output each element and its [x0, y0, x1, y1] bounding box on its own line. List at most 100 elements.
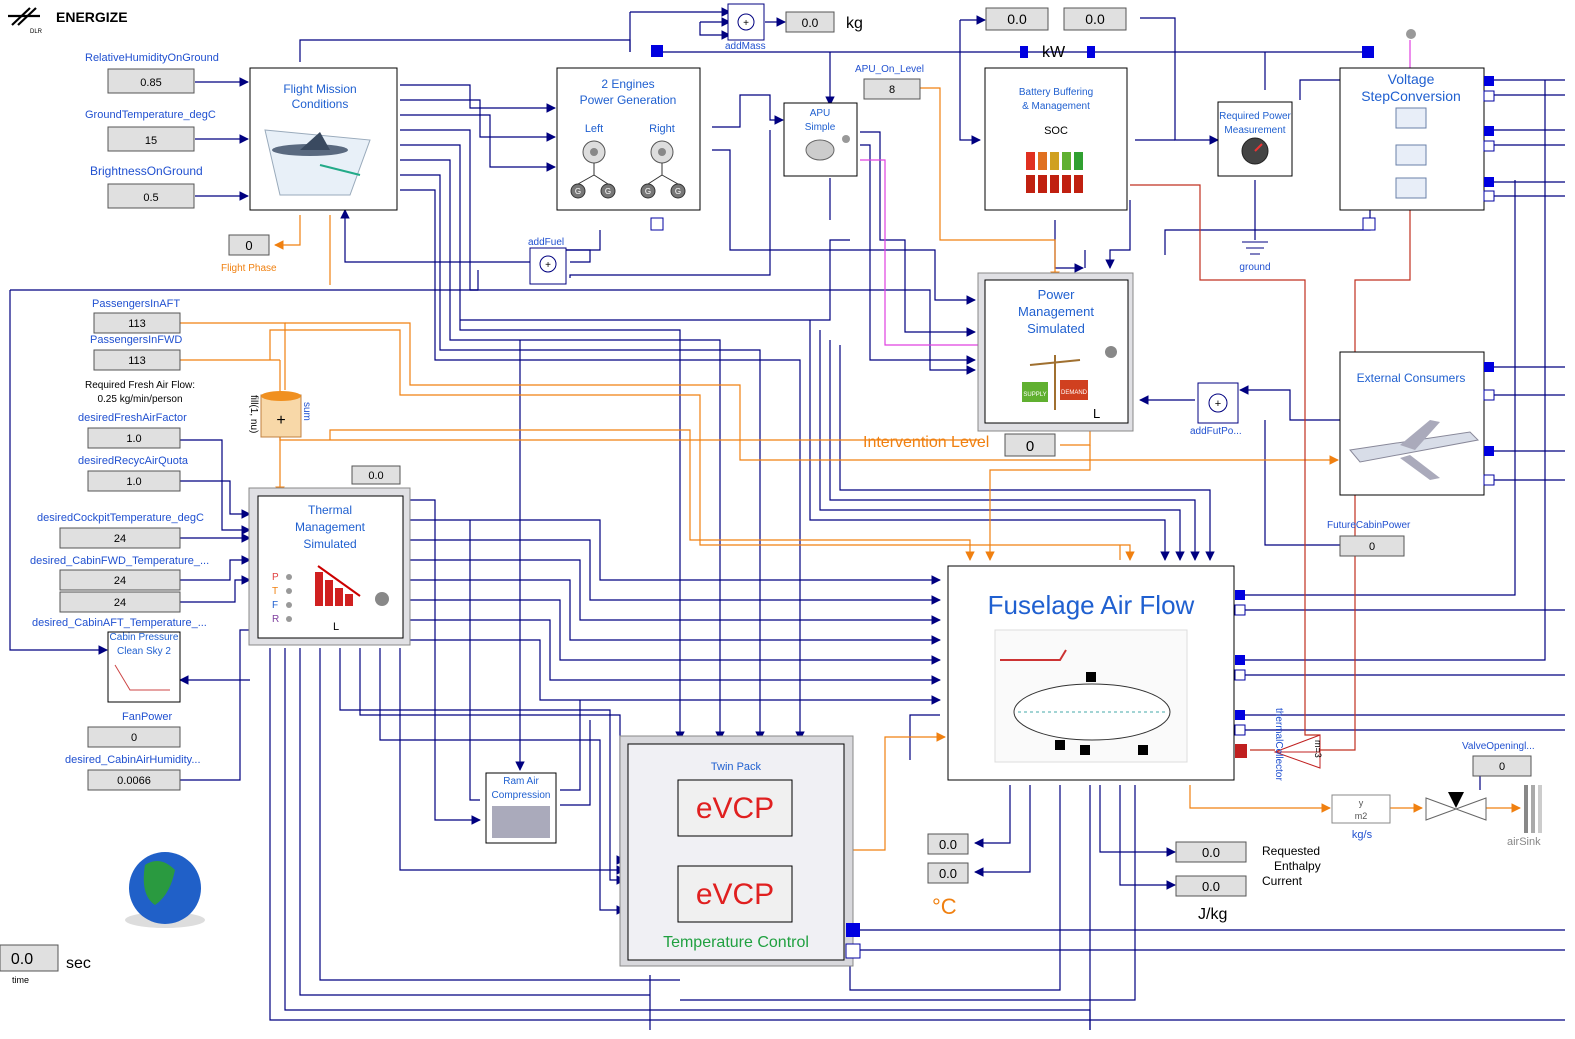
passengers-aft-value[interactable]: 113 — [128, 318, 146, 330]
valve-value[interactable]: 0 — [1499, 761, 1505, 773]
thermal-collector-label: thermalCollector — [1273, 708, 1284, 781]
mass-flow-block[interactable]: y m2 — [1332, 795, 1390, 823]
svg-text:DLR: DLR — [30, 29, 43, 35]
svg-text:SUPPLY: SUPPLY — [1023, 392, 1046, 398]
cabin-humidity-value[interactable]: 0.0066 — [117, 775, 151, 787]
svg-text:Thermal: Thermal — [308, 503, 352, 517]
temp-value-1: 0.0 — [939, 837, 957, 852]
brightness-label: BrightnessOnGround — [90, 164, 203, 178]
battery-value-2: 0.0 — [1085, 11, 1105, 27]
relative-humidity-value[interactable]: 0.85 — [140, 77, 161, 89]
recyc-air-label: desiredRecycAirQuota — [78, 455, 189, 467]
converter-icons — [1396, 108, 1426, 198]
add-mass-block[interactable]: + — [728, 4, 764, 40]
recyc-air-value[interactable]: 1.0 — [126, 476, 141, 488]
sum-block[interactable]: + — [261, 391, 301, 437]
app-title: ENERGIZE — [56, 9, 128, 25]
add-mass-label: addMass — [725, 41, 766, 52]
future-cabin-value[interactable]: 0 — [1369, 541, 1375, 553]
external-consumers-block[interactable]: External Consumers — [1340, 352, 1484, 495]
apu-block[interactable]: APU Simple — [784, 103, 857, 176]
enthalpy-value-2: 0.0 — [1202, 879, 1220, 894]
cabin-fwd-temp-value[interactable]: 24 — [114, 575, 126, 587]
power-management-block[interactable]: Power Management Simulated SUPPLY DEMAND… — [978, 273, 1133, 431]
voltage-input-icon — [1406, 29, 1416, 39]
apu-level-value[interactable]: 8 — [889, 84, 895, 96]
svg-text:& Management: & Management — [1022, 101, 1090, 112]
required-power-block[interactable]: Required Power Measurement — [1218, 102, 1292, 176]
air-sink-icon — [1524, 785, 1542, 833]
mass-flow-unit: kg/s — [1352, 829, 1373, 841]
intervention-value[interactable]: 0 — [1026, 438, 1034, 455]
svg-text:L: L — [333, 621, 339, 633]
add-mass-value: 0.0 — [802, 16, 819, 30]
cabin-aft-temp-value[interactable]: 24 — [114, 597, 126, 609]
svg-text:Ram Air: Ram Air — [503, 776, 539, 787]
passengers-aft-label: PassengersInAFT — [92, 298, 180, 310]
valve-icon[interactable] — [1426, 792, 1486, 820]
ground-temperature-value[interactable]: 15 — [145, 135, 157, 147]
svg-text:F: F — [272, 600, 278, 611]
svg-text:Simulated: Simulated — [303, 537, 356, 551]
svg-text:Power: Power — [1038, 287, 1076, 302]
flight-phase-value: 0 — [245, 238, 252, 253]
thermal-management-block[interactable]: Thermal Management Simulated P T F R L — [249, 488, 410, 645]
fan-power-value[interactable]: 0 — [131, 732, 137, 744]
svg-text:T: T — [272, 586, 278, 597]
svg-text:Management: Management — [1018, 304, 1094, 319]
engines-block[interactable]: 2 Engines Power Generation Left Right G … — [557, 68, 700, 210]
battery-block[interactable]: Battery Buffering & Management SOC — [985, 68, 1127, 210]
svg-text:APU: APU — [810, 108, 831, 119]
relative-humidity-label: RelativeHumidityOnGround — [85, 52, 219, 64]
svg-text:R: R — [272, 614, 279, 625]
svg-text:External Consumers: External Consumers — [1357, 371, 1466, 385]
svg-text:Twin Pack: Twin Pack — [711, 761, 762, 773]
svg-text:Voltage: Voltage — [1388, 71, 1435, 87]
voltage-block[interactable]: Voltage StepConversion — [1340, 68, 1484, 210]
cabin-fwd-temp-label: desired_CabinFWD_Temperature_... — [30, 555, 209, 567]
cabin-pressure-block[interactable]: Cabin Pressure Clean Sky 2 — [108, 632, 180, 702]
svg-text:+: + — [276, 412, 285, 429]
add-fuel-label: addFuel — [528, 237, 564, 248]
svg-text:Flight Mission: Flight Mission — [283, 82, 356, 96]
cockpit-temp-label: desiredCockpitTemperature_degC — [37, 512, 204, 524]
cabin-humidity-label: desired_CabinAirHumidity... — [65, 754, 201, 766]
ram-air-block[interactable]: Ram Air Compression — [486, 773, 556, 843]
add-future-power-block[interactable]: + — [1198, 383, 1238, 423]
dlr-logo: DLR — [8, 8, 43, 35]
svg-text:Right: Right — [649, 123, 675, 135]
brightness-value[interactable]: 0.5 — [143, 192, 158, 204]
svg-text:Compression: Compression — [492, 790, 551, 801]
fuselage-air-flow-block[interactable]: Fuselage Air Flow — [948, 566, 1234, 780]
evcp-block[interactable]: Twin Pack eVCP eVCP Temperature Control — [620, 736, 853, 966]
add-mass-unit: kg — [846, 15, 863, 32]
flight-mission-block[interactable]: Flight Mission Conditions — [250, 68, 397, 210]
add-fuel-block[interactable]: + — [530, 248, 566, 284]
svg-text:Required Power: Required Power — [1219, 111, 1291, 122]
power-unit: kW — [1042, 44, 1066, 61]
fuselage-diagram-icon — [995, 630, 1187, 762]
passengers-fwd-label: PassengersInFWD — [90, 334, 182, 346]
sum-fill-label: fill(1, nu) — [248, 395, 259, 433]
svg-text:SOC: SOC — [1044, 125, 1068, 137]
enthalpy-requested-label: Requested — [1262, 844, 1320, 858]
svg-text:y: y — [1359, 798, 1364, 808]
ground-temperature-label: GroundTemperature_degC — [85, 109, 216, 121]
valve-label: ValveOpeningl... — [1462, 741, 1535, 752]
cabin-aft-temp-label: desired_CabinAFT_Temperature_... — [32, 617, 207, 629]
sum-label: sum — [301, 402, 312, 421]
thermal-collector-m: m=3 — [1313, 740, 1323, 758]
svg-text:Measurement: Measurement — [1224, 125, 1285, 136]
time-unit: sec — [66, 955, 91, 972]
apu-level-label: APU_On_Level — [855, 64, 924, 75]
svg-text:Conditions: Conditions — [292, 97, 349, 111]
svg-text:m2: m2 — [1355, 811, 1368, 821]
fresh-air-factor-label: desiredFreshAirFactor — [78, 412, 187, 424]
status-indicator-icon — [1105, 346, 1117, 358]
cockpit-temp-value[interactable]: 24 — [114, 533, 126, 545]
svg-text:Battery Buffering: Battery Buffering — [1019, 87, 1093, 98]
svg-text:DEMAND: DEMAND — [1061, 390, 1088, 396]
passengers-fwd-value[interactable]: 113 — [128, 355, 146, 367]
fresh-air-factor-value[interactable]: 1.0 — [126, 433, 141, 445]
ram-air-photo-icon — [492, 806, 550, 838]
